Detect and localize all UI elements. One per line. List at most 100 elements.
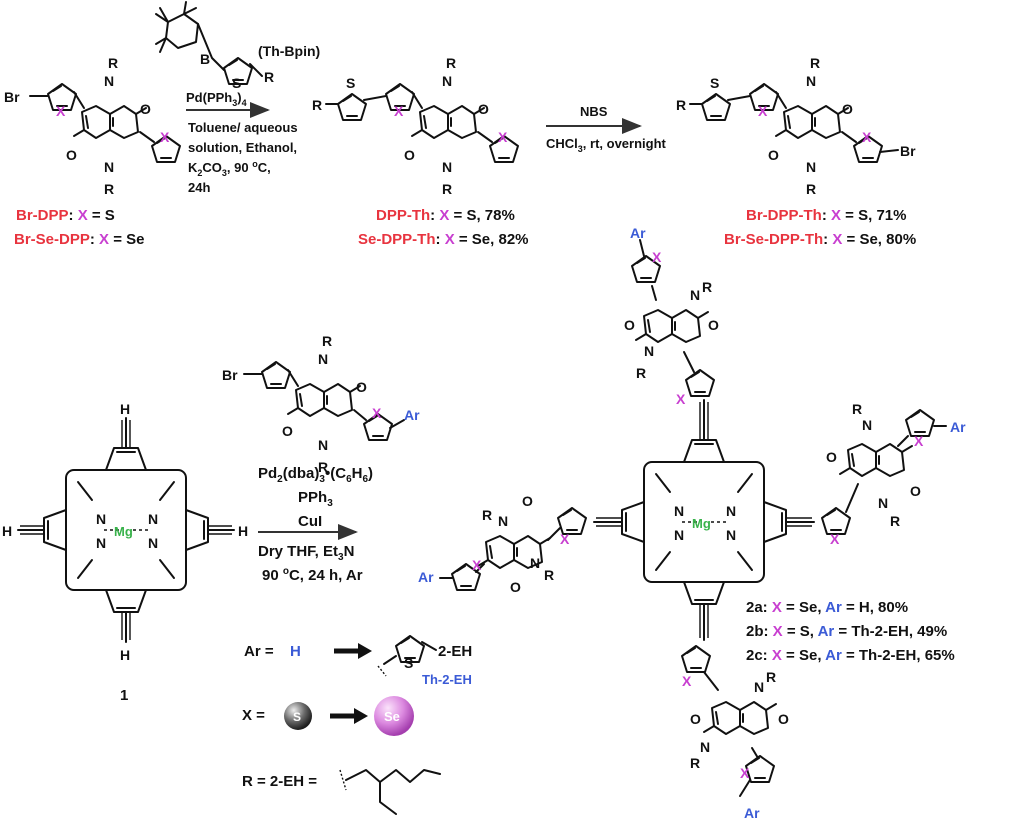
h-atom: H <box>120 401 130 417</box>
ar-group: Ar <box>950 419 966 435</box>
o-atom: O <box>778 711 789 727</box>
r-group: R <box>702 279 712 295</box>
n-atom: N <box>318 351 328 367</box>
r-group: R <box>482 507 492 523</box>
n-atom: N <box>148 511 158 527</box>
br-atom: Br <box>900 143 916 159</box>
r-group: R <box>852 401 862 417</box>
x-atom: X <box>652 249 662 265</box>
x-atom: X <box>740 765 750 781</box>
pd2dba3-catalyst: Pd2(dba)3•(C6H6) <box>258 465 373 485</box>
temperature-conditions: 90 oC, 24 h, Ar <box>262 566 363 584</box>
s-atom: S <box>232 75 241 91</box>
o-atom: O <box>826 449 837 465</box>
x-arrowhead <box>354 708 368 724</box>
o-atom: O <box>478 101 489 117</box>
condition-line-1: Toluene/ aqueous <box>188 120 298 135</box>
h-atom: H <box>2 523 12 539</box>
product-2a-label: 2a: X = Se, Ar = H, 80% <box>746 599 908 616</box>
r-group: R <box>810 55 820 71</box>
pph3-ligand: PPh3 <box>298 489 333 509</box>
r-group: R <box>264 69 274 85</box>
h-atom: H <box>120 647 130 663</box>
br-dpp-structure: Br X X N R O O N R <box>4 55 181 197</box>
x-legend-label: X = <box>242 707 265 724</box>
n-atom: N <box>726 503 736 519</box>
x-atom: X <box>914 433 924 449</box>
r-legend-label: R = 2-EH = <box>242 773 317 790</box>
th-bpin-structure: B S R (Th-Bpin) <box>155 1 320 91</box>
n-atom: N <box>806 73 816 89</box>
n-atom: N <box>530 555 540 571</box>
x-atom: X <box>862 129 872 145</box>
o-atom: O <box>66 147 77 163</box>
br-atom: Br <box>222 367 238 383</box>
n-atom: N <box>104 159 114 175</box>
s-atom: S <box>404 655 413 671</box>
r-group: R <box>442 181 452 197</box>
o-atom: O <box>522 493 533 509</box>
sulfur-sphere-label: S <box>293 710 301 724</box>
n-atom: N <box>726 527 736 543</box>
br-dpp-ar-reagent-structure: Br X Ar N R O O N R <box>222 333 420 475</box>
ar-arrowhead <box>358 643 372 659</box>
dpp-th-structure: R S X X N R O O N R <box>312 55 519 197</box>
se-dpp-th-label: Se-DPP-Th: X = Se, 82% <box>358 231 529 248</box>
solvent-conditions: Dry THF, Et3N <box>258 543 354 563</box>
mg-atom: Mg <box>692 516 711 531</box>
ethylhexyl-structure <box>339 769 441 815</box>
n-atom: N <box>700 739 710 755</box>
dpp-th-label: DPP-Th: X = S, 78% <box>376 207 515 224</box>
x-atom: X <box>472 557 482 573</box>
pd-catalyst: Pd(PPh3)4 <box>186 90 247 108</box>
r-group: R <box>446 55 456 71</box>
selenium-sphere-label: Se <box>384 709 400 724</box>
n-atom: N <box>878 495 888 511</box>
r-group: R <box>108 55 118 71</box>
r-group: R <box>318 459 328 475</box>
r-group: R <box>806 181 816 197</box>
o-atom: O <box>140 101 151 117</box>
r-group: R <box>322 333 332 349</box>
x-atom: X <box>160 129 170 145</box>
ar-group: Ar <box>744 805 760 821</box>
condition-line-4: 24h <box>188 180 210 195</box>
th-bpin-label: (Th-Bpin) <box>258 43 320 59</box>
mg-atom: Mg <box>114 524 133 539</box>
r-group: R <box>104 181 114 197</box>
n-atom: N <box>754 679 764 695</box>
r-group: R <box>544 567 554 583</box>
s-atom: S <box>710 75 719 91</box>
r-group: R <box>690 755 700 771</box>
x-atom: X <box>758 103 768 119</box>
ar-legend-label: Ar = <box>244 643 274 660</box>
sulfur-sphere-icon <box>284 702 312 730</box>
nbs-reagent: NBS <box>580 104 608 119</box>
condition-line-3: K2CO3, 90 oC, <box>188 159 271 178</box>
ar-group: Ar <box>418 569 434 585</box>
n-atom: N <box>96 535 106 551</box>
o-atom: O <box>768 147 779 163</box>
s-atom: S <box>346 75 355 91</box>
r-group: R <box>312 97 322 113</box>
n-atom: N <box>104 73 114 89</box>
x-atom: X <box>394 103 404 119</box>
ar-group: Ar <box>404 407 420 423</box>
h-atom: H <box>238 523 248 539</box>
n-atom: N <box>318 437 328 453</box>
cui-cocatalyst: CuI <box>298 513 322 530</box>
porphyrin-1-structure: H H H H N N N N Mg <box>2 401 248 663</box>
boron-atom: B <box>200 51 210 67</box>
n-atom: N <box>644 343 654 359</box>
x-atom: X <box>56 103 66 119</box>
o-atom: O <box>510 579 521 595</box>
o-atom: O <box>404 147 415 163</box>
o-atom: O <box>282 423 293 439</box>
br-se-dpp-th-label: Br-Se-DPP-Th: X = Se, 80% <box>724 231 916 248</box>
n-atom: N <box>806 159 816 175</box>
o-atom: O <box>690 711 701 727</box>
condition-line-2: solution, Ethanol, <box>188 140 297 155</box>
nbs-conditions: CHCl3, rt, overnight <box>546 136 667 154</box>
ar-from-h: H <box>290 643 301 660</box>
